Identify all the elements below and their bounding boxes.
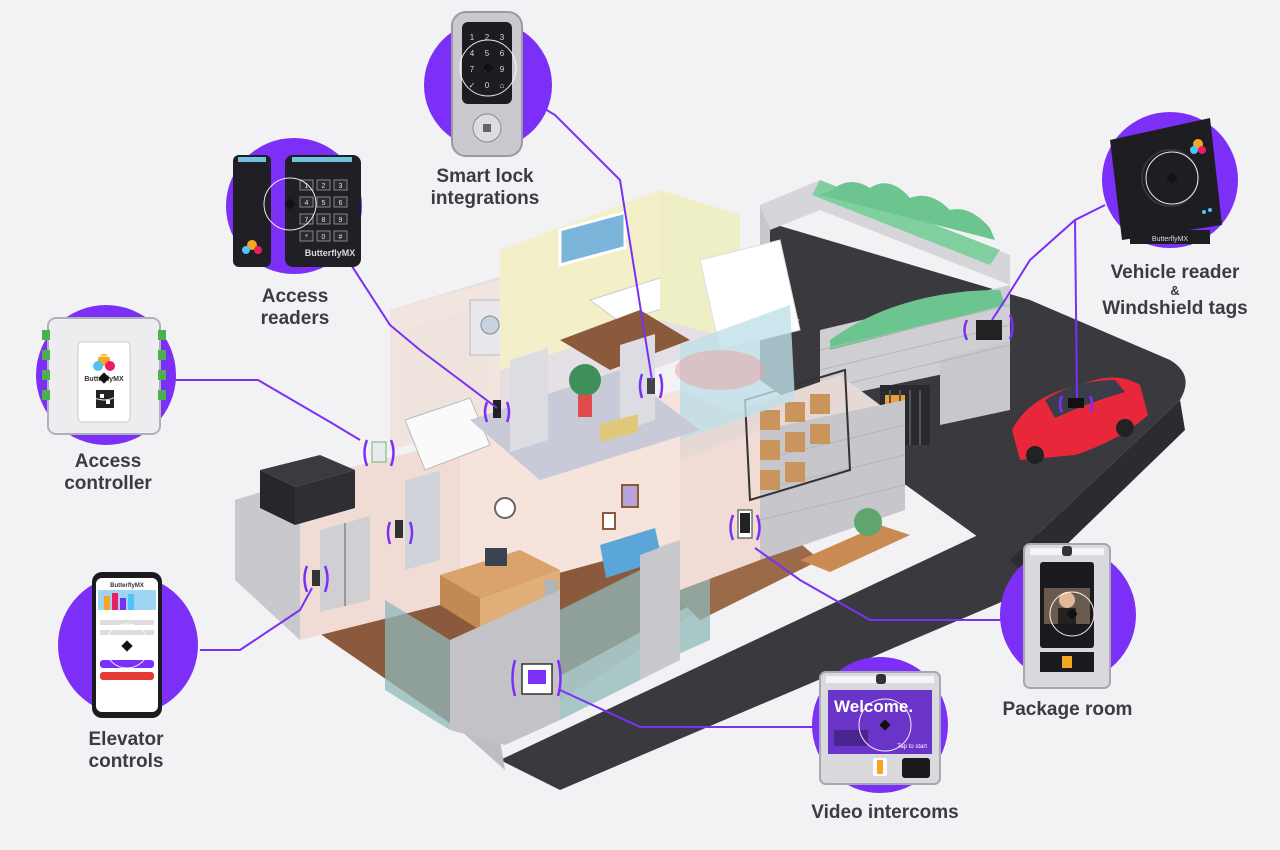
intercom-screen-text: Welcome. — [834, 697, 913, 716]
elevator-controls-bubble: ButterflyMX — [58, 572, 198, 718]
label-access-controller-line2: controller — [64, 473, 152, 494]
svg-text:4: 4 — [470, 49, 475, 58]
svg-text:#: # — [339, 234, 343, 241]
svg-text:5: 5 — [322, 200, 326, 207]
label-access-controller: Access controller — [38, 451, 178, 495]
label-smart-lock-line2: integrations — [430, 188, 540, 209]
connector-package — [754, 547, 1003, 621]
svg-text:*: * — [305, 234, 308, 241]
phone-brand-text: ButterflyMX — [110, 583, 144, 589]
connector-vehicle-tag — [1074, 219, 1078, 399]
svg-text:7: 7 — [305, 217, 309, 224]
package-room-kiosk-icon — [1023, 543, 1111, 689]
access-readers-bubble: 1 2 3 4 5 6 7 8 9 * 0 # ButterflyMX — [226, 138, 362, 274]
label-elevator-controls-line1: Elevator — [88, 729, 164, 750]
building — [235, 190, 1002, 770]
red-car — [1012, 377, 1148, 464]
svg-text:0: 0 — [485, 81, 490, 90]
package-shelves — [743, 368, 852, 502]
label-smart-lock: Smart lock integrations — [400, 166, 570, 210]
label-access-readers-line1: Access — [261, 286, 329, 307]
connector-lines — [165, 99, 1106, 728]
label-package-room-line1: Package room — [1002, 699, 1133, 720]
smart-lock-icon: 123 456 789 ✓0⌂ — [451, 11, 523, 157]
smart-lock-bubble: 123 456 789 ✓0⌂ — [424, 11, 552, 157]
label-vehicle-reader-line2: Windshield tags — [1102, 298, 1248, 319]
connector-access-controller — [165, 379, 361, 441]
svg-text:9: 9 — [339, 217, 343, 224]
svg-text:1: 1 — [305, 183, 309, 190]
label-video-intercoms-line1: Video intercoms — [811, 802, 959, 823]
reader-brand-text: ButterflyMX — [305, 248, 356, 258]
label-vehicle-reader-connector: & — [1170, 283, 1180, 298]
svg-text:3: 3 — [339, 183, 343, 190]
keypad-reader-icon: 1 2 3 4 5 6 7 8 9 * 0 # ButterflyMX — [233, 155, 361, 267]
label-vehicle-reader: Vehicle reader & Windshield tags — [1080, 262, 1270, 320]
svg-text:9: 9 — [500, 65, 505, 74]
svg-text:2: 2 — [485, 33, 490, 42]
svg-text:5: 5 — [485, 49, 490, 58]
svg-text:⌂: ⌂ — [500, 81, 505, 90]
label-access-readers-line2: readers — [260, 308, 330, 329]
vehicle-brand-text: ButterflyMX — [1152, 236, 1189, 243]
video-intercom-icon: Welcome. Tap to start — [819, 671, 941, 785]
label-video-intercoms: Video intercoms — [795, 802, 975, 824]
vehicle-reader-icon: ButterflyMX — [1110, 118, 1222, 244]
svg-text:0: 0 — [322, 234, 326, 241]
svg-text:2: 2 — [322, 183, 326, 190]
label-smart-lock-line1: Smart lock — [436, 166, 534, 187]
svg-text:8: 8 — [322, 217, 326, 224]
svg-text:3: 3 — [500, 33, 505, 42]
svg-text:1: 1 — [470, 33, 475, 42]
device-markers — [303, 314, 1094, 697]
label-elevator-controls-line2: controls — [88, 751, 164, 772]
connector-vehicle-reader — [991, 204, 1106, 321]
svg-text:6: 6 — [339, 200, 343, 207]
label-elevator-controls: Elevator controls — [56, 729, 196, 773]
connector-elevator — [200, 587, 313, 651]
label-vehicle-reader-line1: Vehicle reader — [1110, 262, 1240, 283]
label-access-readers: Access readers — [225, 286, 365, 330]
svg-text:6: 6 — [500, 49, 505, 58]
connector-intercom — [559, 689, 815, 728]
label-access-controller-line1: Access — [74, 451, 142, 472]
connector-access-reader — [334, 239, 498, 409]
reticles — [81, 39, 1199, 752]
svg-text:✓: ✓ — [469, 81, 476, 90]
svg-text:4: 4 — [305, 200, 309, 207]
intercom-screen-hint: Tap to start — [897, 744, 927, 750]
svg-text:7: 7 — [470, 65, 475, 74]
label-package-room: Package room — [985, 699, 1150, 721]
